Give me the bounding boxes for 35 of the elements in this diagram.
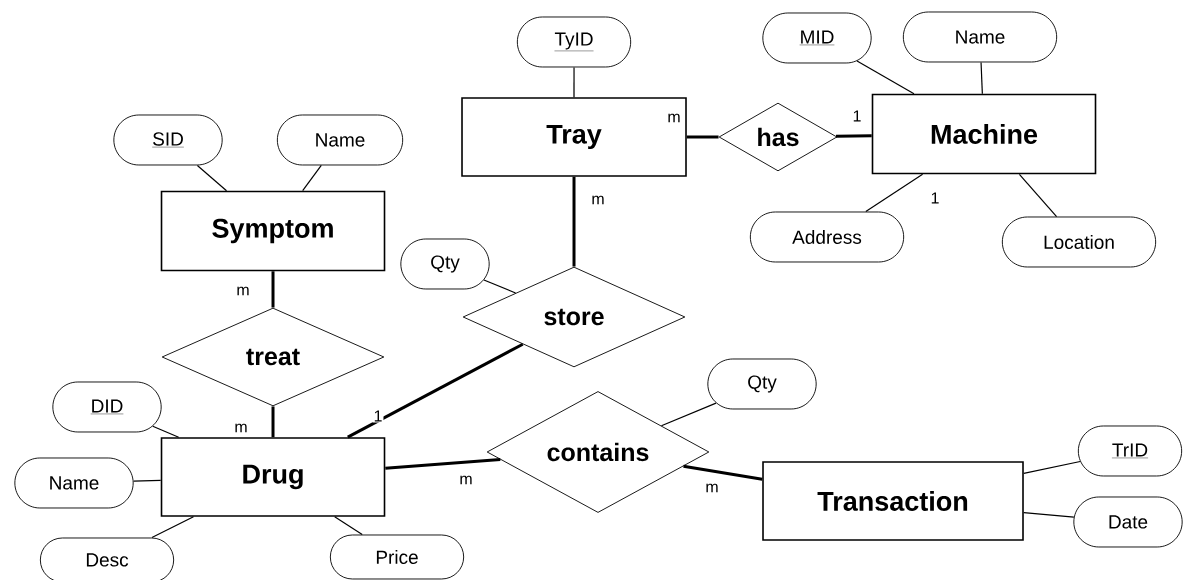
connector-line	[980, 61, 983, 95]
connector-line	[1023, 512, 1075, 518]
connector-line	[573, 66, 575, 98]
cardinality-label: 1	[931, 192, 939, 204]
cardinality-label: m	[233, 422, 249, 434]
cardinality-label: m	[235, 285, 251, 297]
cardinality-label: 1	[851, 109, 863, 123]
connector-line	[683, 464, 763, 481]
connector-line	[302, 164, 322, 192]
entity-box: Drug	[160, 437, 386, 517]
attribute-oval: TrID	[1077, 425, 1183, 477]
connector-line	[271, 271, 275, 308]
connector-line	[836, 134, 872, 138]
connector-line	[132, 479, 162, 482]
connector-line	[271, 406, 275, 438]
connector-line	[483, 279, 517, 294]
entity-box: Machine	[871, 93, 1097, 175]
connector-line	[572, 176, 576, 267]
connector-line	[856, 60, 915, 95]
cardinality-label: 1	[372, 409, 384, 423]
connector-line	[196, 164, 228, 192]
connector-line	[1023, 460, 1081, 475]
cardinality-label: m	[458, 474, 474, 486]
cardinality-label: m	[590, 194, 606, 206]
connector-line	[347, 342, 524, 439]
connector-line	[151, 516, 195, 539]
cardinality-label: m	[666, 112, 682, 124]
connector-line	[865, 173, 924, 213]
entity-box: Symptom	[160, 190, 386, 272]
connector-line	[152, 425, 180, 438]
entity-box: Transaction	[762, 461, 1024, 541]
connector-line	[1018, 173, 1058, 218]
connector-line	[385, 458, 501, 470]
connector-line	[686, 135, 719, 139]
connector-line	[660, 402, 717, 427]
